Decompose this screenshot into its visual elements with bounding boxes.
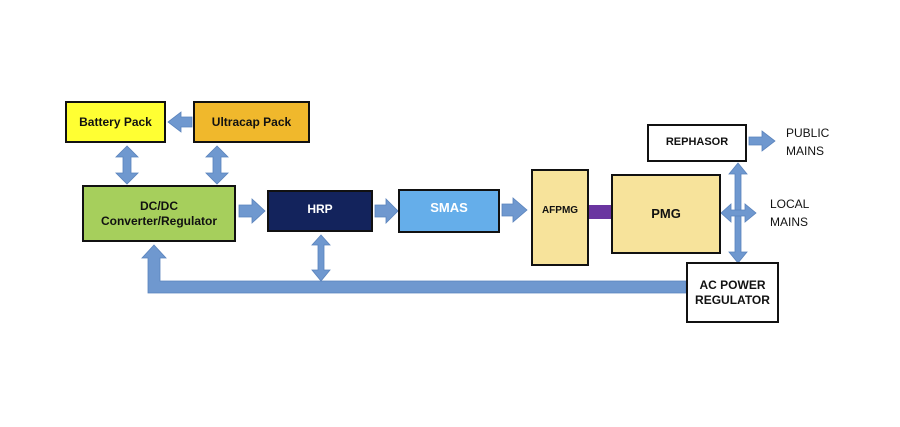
arrow-battery-dcdc [115, 145, 139, 185]
pmg-block: PMG [611, 174, 721, 254]
feedback-bus [141, 244, 687, 294]
battery-pack-label: Battery Pack [79, 114, 152, 129]
smas-block: SMAS [398, 189, 500, 233]
arrow-ultracap-dcdc [205, 145, 229, 185]
arrow-pmg-local-mains [720, 203, 757, 223]
ac-power-regulator-label: AC POWER REGULATOR [695, 277, 770, 307]
smas-label: SMAS [430, 200, 468, 215]
shaft-coupler [588, 205, 612, 219]
battery-pack-block: Battery Pack [65, 101, 166, 143]
arrow-rephasor-to-public-mains [748, 130, 776, 152]
rephasor-label: REPHASOR [665, 136, 729, 149]
local-mains-label: LOCAL MAINS [770, 197, 810, 229]
ultracap-pack-label: Ultracap Pack [211, 114, 292, 129]
dcdc-converter-block: DC/DC Converter/Regulator [82, 185, 236, 242]
arrow-hrp-bus [311, 234, 331, 282]
hrp-label: HRP [307, 202, 333, 216]
afpmg-label: AFPMG [541, 205, 579, 216]
arrow-smas-to-afpmg [501, 197, 528, 223]
afpmg-block: AFPMG [531, 169, 589, 266]
ac-power-regulator-block: AC POWER REGULATOR [686, 262, 779, 323]
public-mains-label: PUBLIC MAINS [786, 126, 830, 158]
dcdc-converter-label: DC/DC Converter/Regulator [100, 198, 218, 228]
rephasor-block: REPHASOR [647, 124, 747, 162]
arrow-ultracap-to-battery [167, 111, 193, 133]
pmg-label: PMG [651, 205, 681, 221]
arrow-dcdc-to-hrp [238, 198, 266, 224]
arrow-hrp-to-smas [374, 198, 399, 224]
hrp-block: HRP [267, 190, 373, 232]
ultracap-pack-block: Ultracap Pack [193, 101, 310, 143]
